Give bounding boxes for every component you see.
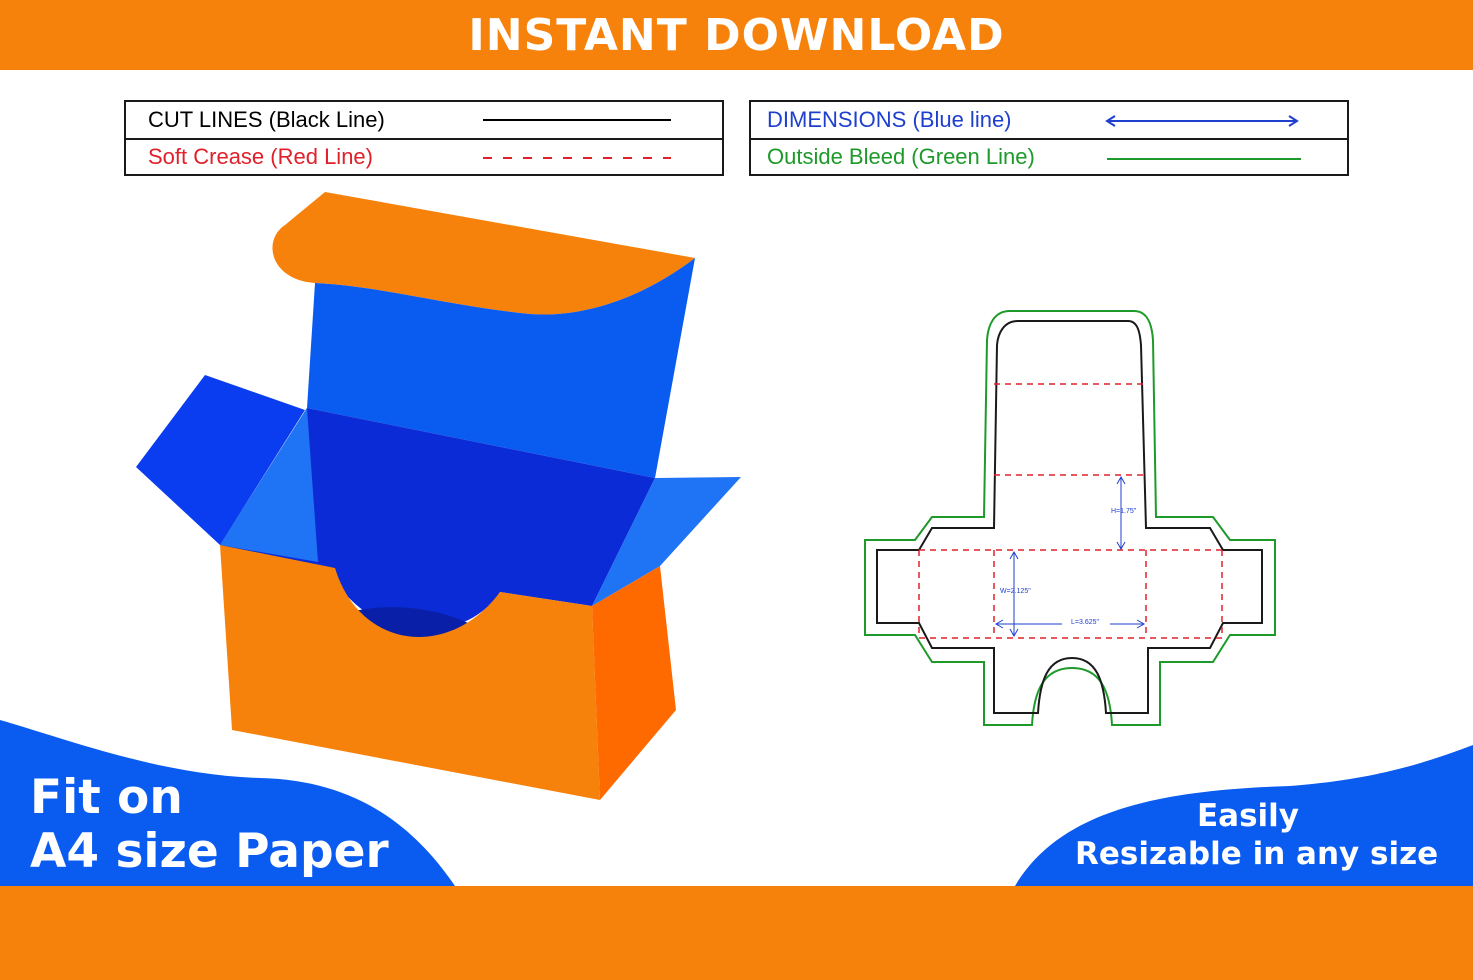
a4-size-paper-label: A4 size Paper [30, 824, 389, 879]
resizable-label: Resizable in any size [1075, 836, 1439, 872]
easily-label: Easily [1197, 798, 1300, 834]
legend-row-soft-crease: Soft Crease (Red Line) [126, 139, 722, 175]
fit-on-label: Fit on [30, 770, 183, 825]
legend-left: CUT LINES (Black Line) Soft Crease (Red … [124, 100, 724, 176]
right-blue-blob [1015, 745, 1473, 886]
dimension-width-label: W=2.125" [1000, 588, 1031, 595]
box-left-inner-wall [220, 408, 318, 562]
box-lid-tuck-flap [272, 192, 695, 315]
box-lid-panel [307, 258, 695, 478]
bleed-line-sample [1107, 158, 1301, 160]
box-front-panel [220, 545, 600, 800]
dieline-cut-outline [876, 320, 1263, 714]
footer-banner [0, 886, 1473, 980]
legend-cut-lines-label: CUT LINES (Black Line) [148, 107, 385, 132]
box-right-dust-flap [592, 477, 741, 606]
dieline-bleed-outline [864, 310, 1276, 726]
legend-dimensions-label: DIMENSIONS (Blue line) [767, 107, 1012, 132]
header-title: INSTANT DOWNLOAD [468, 9, 1005, 61]
box-3d-illustration [136, 192, 741, 800]
dimension-arrow-sample [1105, 115, 1299, 127]
legend-outside-bleed-label: Outside Bleed (Green Line) [767, 144, 1035, 169]
box-left-dust-flap [136, 375, 305, 545]
dieline-diagram [864, 310, 1276, 726]
legend-row-outside-bleed: Outside Bleed (Green Line) [751, 139, 1347, 175]
legend-soft-crease-label: Soft Crease (Red Line) [148, 144, 373, 169]
dieline-crease-lines [918, 383, 1223, 639]
legend-row-cut-lines: CUT LINES (Black Line) [126, 102, 722, 140]
header-banner: INSTANT DOWNLOAD [0, 0, 1473, 70]
cut-line-sample [483, 119, 671, 121]
dieline-dimension-arrows [994, 475, 1146, 638]
box-right-side-panel [592, 566, 676, 800]
legend-row-dimensions: DIMENSIONS (Blue line) [751, 102, 1347, 140]
dimension-length-label: L=3.625" [1071, 619, 1099, 626]
left-blue-blob [0, 720, 455, 886]
dimension-height-label: H=1.75" [1111, 508, 1137, 515]
legend-right: DIMENSIONS (Blue line) Outside Bleed (Gr… [749, 100, 1349, 176]
